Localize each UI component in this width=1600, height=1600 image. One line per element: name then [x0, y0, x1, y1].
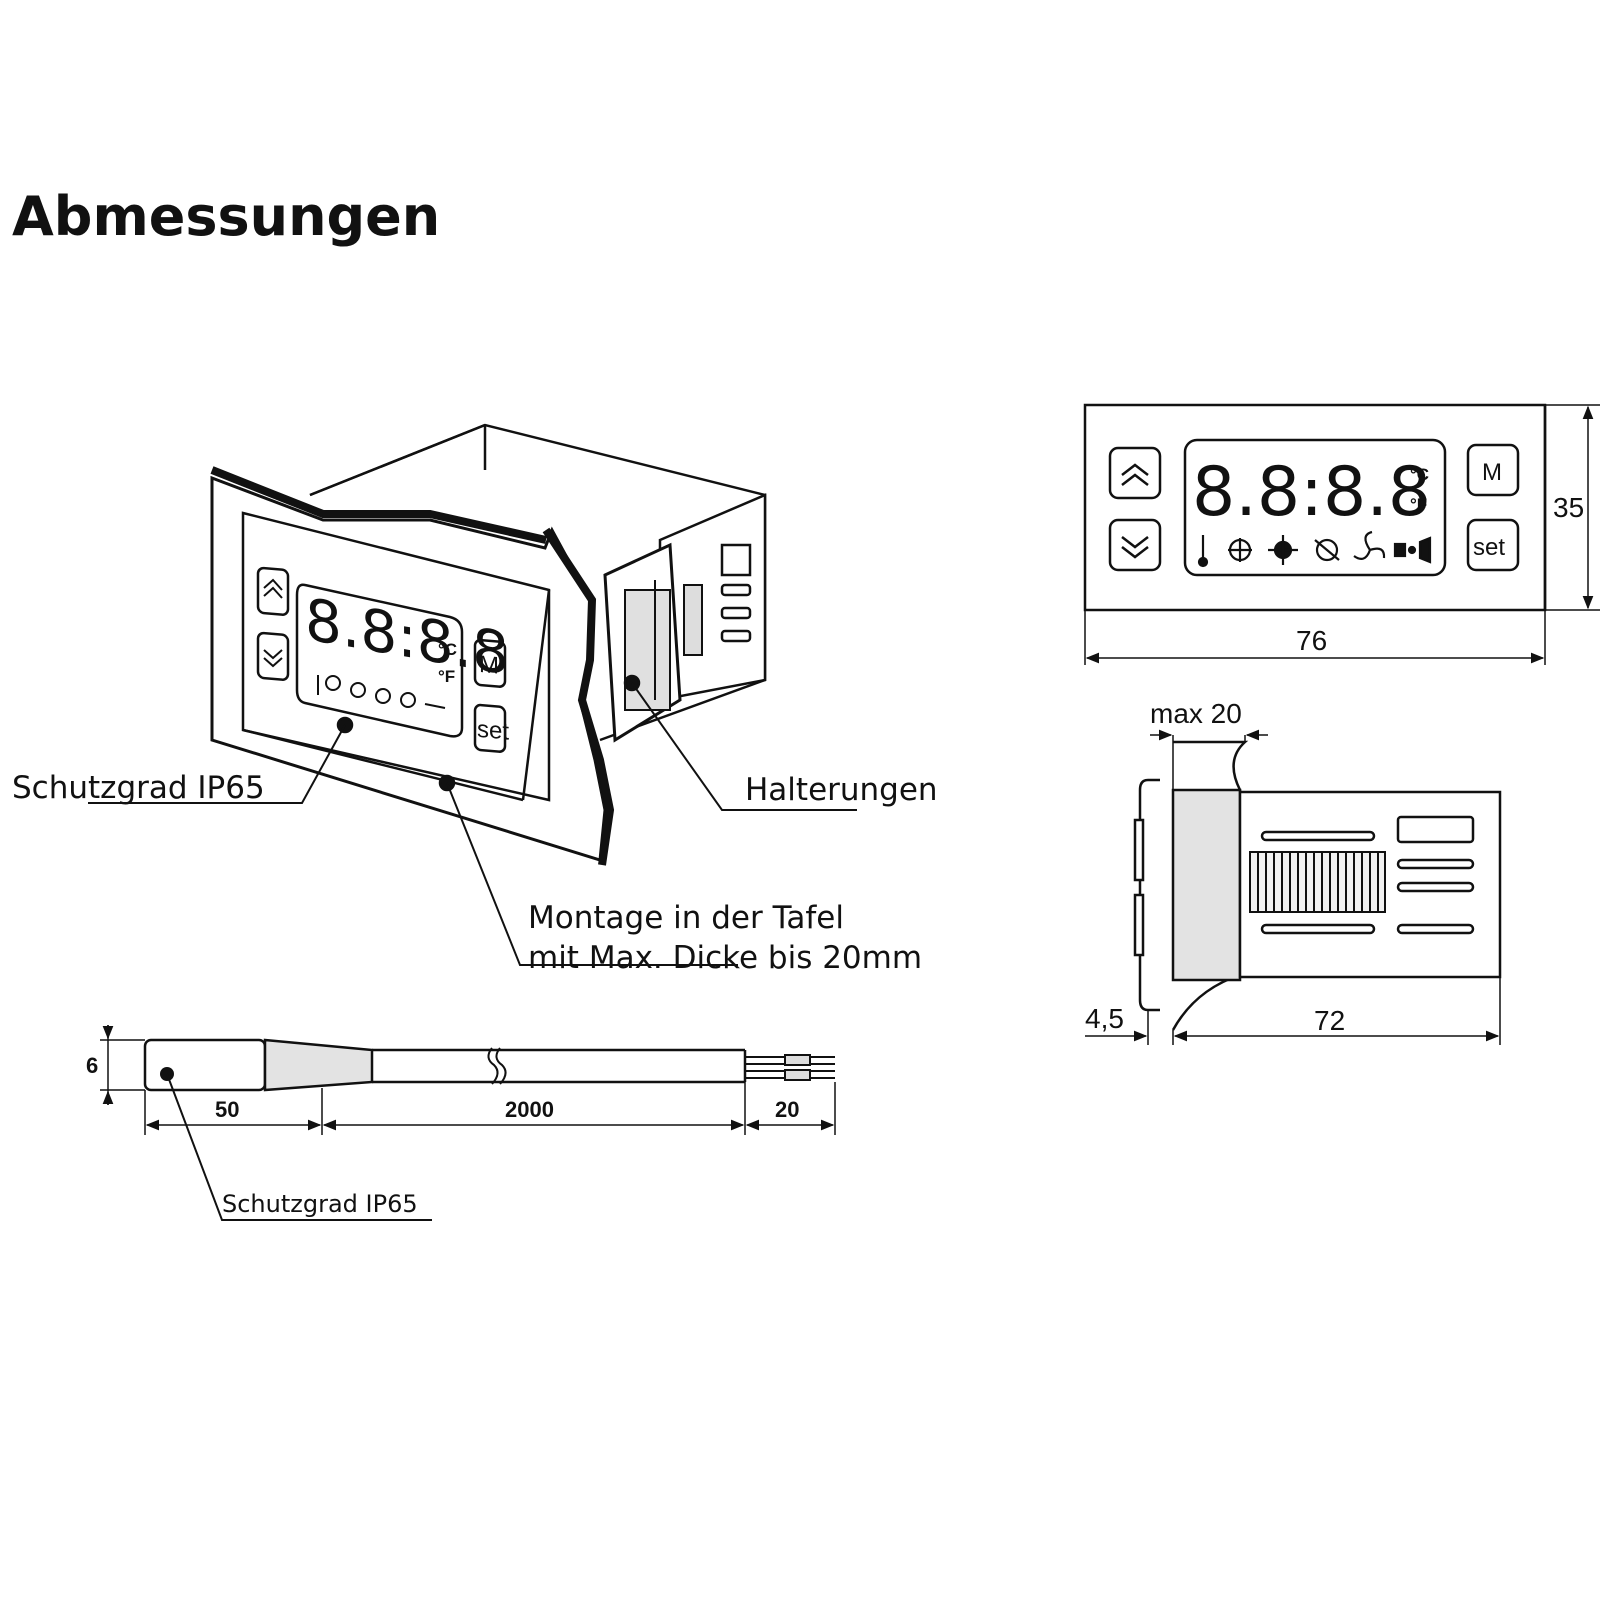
set-button-shape: [1466, 518, 1520, 572]
svg-text:8.8:8.8: 8.8:8.8: [1192, 453, 1431, 532]
front-view: [1083, 403, 1600, 665]
probe-cable-length-dim: 2000: [505, 1097, 554, 1122]
label-halterungen: Halterungen: [745, 772, 938, 808]
front-width-dim: 76: [1296, 625, 1327, 656]
side-max-thickness-dim: max 20: [1150, 698, 1242, 729]
isometric-controller: [88, 423, 857, 966]
label-montage-line1: Montage in der Tafel: [528, 900, 844, 936]
probe-lead-length-dim: 20: [775, 1097, 799, 1122]
svg-text:°F: °F: [1410, 495, 1427, 514]
svg-text:°F: °F: [438, 667, 455, 686]
svg-text:set: set: [477, 716, 509, 746]
svg-text:M: M: [479, 651, 499, 680]
label-montage-line2: mit Max. Dicke bis 20mm: [528, 940, 922, 976]
page-title: Abmessungen: [12, 185, 441, 248]
down-button-shape: [1108, 518, 1162, 572]
probe-drawing: [100, 1025, 836, 1221]
front-display-digits: 8.8:8.8: [1192, 453, 1431, 532]
up-button-shape: [1108, 446, 1162, 500]
probe-tip-length-dim: 50: [215, 1097, 239, 1122]
label-schutzgrad-controller: Schutzgrad IP65: [12, 770, 265, 806]
side-body-depth-dim: 72: [1314, 1005, 1345, 1036]
svg-text:set: set: [1473, 534, 1505, 561]
mode-button-shape: [1466, 443, 1520, 497]
side-view: [1085, 729, 1502, 1045]
svg-text:°C: °C: [438, 640, 457, 659]
svg-text:M: M: [1482, 459, 1502, 486]
svg-text:°C: °C: [1410, 465, 1429, 484]
label-schutzgrad-probe: Schutzgrad IP65: [222, 1190, 418, 1218]
side-front-depth-dim: 4,5: [1085, 1003, 1124, 1034]
front-height-dim: 35: [1553, 492, 1584, 523]
probe-diameter-dim: 6: [86, 1053, 98, 1078]
